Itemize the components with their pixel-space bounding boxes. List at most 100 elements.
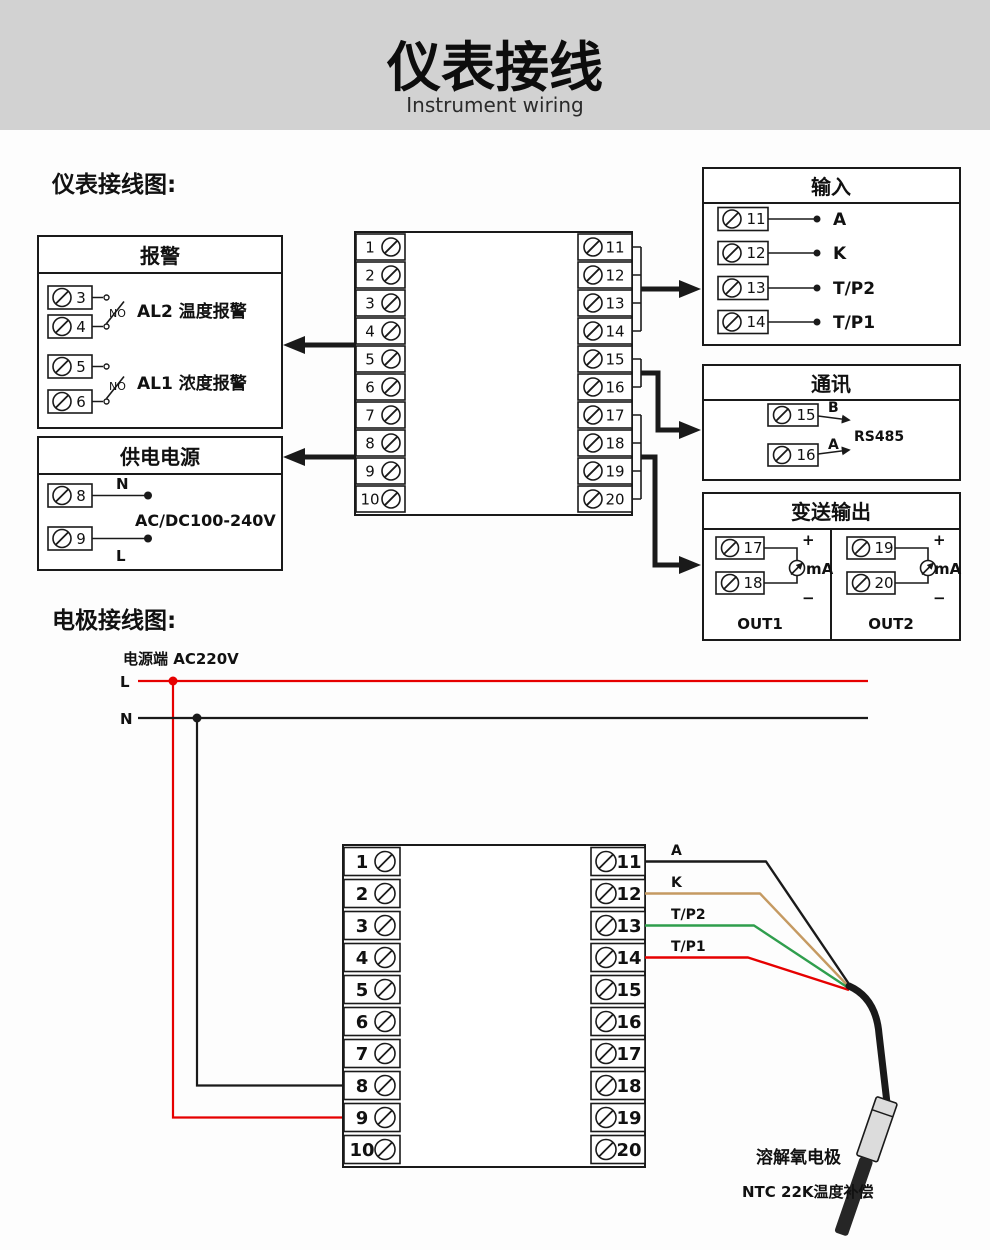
terminal-number: 14 — [616, 948, 641, 969]
alarm-terminal-3: 3 — [47, 285, 93, 310]
terminal-number: 12 — [616, 884, 641, 905]
bottom-block-terminal-9: 9 — [343, 1102, 401, 1133]
terminal-number: 20 — [616, 1140, 641, 1161]
power-rating-label: AC/DC100-240V — [135, 511, 276, 530]
top-block-terminal-11: 11 — [577, 233, 633, 261]
svg-text:18: 18 — [743, 574, 762, 592]
bottom-block-terminal-15: 15 — [590, 974, 646, 1005]
top-block-terminal-7: 7 — [355, 401, 406, 429]
power-l-node-dot — [144, 534, 152, 543]
terminal-number: 2 — [356, 884, 369, 905]
sensor-wire-a — [645, 860, 852, 988]
svg-text:T/P2: T/P2 — [833, 279, 875, 299]
alarm-terminal-6: 6 — [47, 389, 93, 414]
alarm-terminal-5: 5 — [47, 354, 93, 379]
output-terminal-17: 17 — [715, 536, 765, 560]
terminal-number: 19 — [605, 462, 624, 480]
comm-terminal-16: 16 — [767, 443, 819, 467]
bottom-block-terminal-14: 14 — [590, 942, 646, 973]
bottom-block-terminal-12: 12 — [590, 878, 646, 909]
out1-minus-label: − — [802, 589, 815, 607]
top-block-terminal-10: 10 — [355, 485, 406, 513]
terminal-number: 5 — [356, 980, 369, 1001]
output-channel-out1: 17 18 + mA − OUT1 — [715, 531, 834, 633]
compensation-label: NTC 22K温度补偿 — [742, 1183, 874, 1201]
top-block-terminal-19: 19 — [577, 457, 633, 485]
bottom-block-terminal-18: 18 — [590, 1070, 646, 1101]
connector-to-comm-box — [632, 358, 701, 439]
page-subtitle: Instrument wiring — [406, 93, 583, 117]
bottom-block-terminal-16: 16 — [590, 1006, 646, 1037]
header-background — [0, 0, 990, 130]
bottom-block-terminal-13: 13 — [590, 910, 646, 941]
probe-label: 溶解氧电极 — [756, 1147, 841, 1168]
top-block-terminal-1: 1 — [355, 233, 406, 261]
sensor-wire-tp2 — [645, 924, 851, 991]
svg-text:A: A — [833, 210, 847, 230]
line-n-drop — [195, 718, 344, 1087]
bottom-block-terminal-2: 2 — [343, 878, 401, 909]
input-box-title: 输入 — [811, 175, 851, 199]
terminal-number: 2 — [365, 266, 375, 284]
terminal-number: 17 — [616, 1044, 641, 1065]
svg-text:12: 12 — [746, 244, 765, 262]
terminal-number: 15 — [605, 350, 624, 368]
arrow-to-alarm-box — [283, 336, 355, 354]
power-box: 供电电源 8 N AC/DC100-240V 9 L — [37, 436, 283, 571]
rs485-b-label: B — [828, 400, 839, 416]
connector-to-output-box — [632, 414, 701, 574]
rs485-b-arrow — [817, 414, 851, 424]
bottom-block-terminal-4: 4 — [343, 942, 401, 973]
terminal-number: 14 — [605, 322, 624, 340]
line-l-label: L — [120, 673, 130, 691]
sensor-wire-tp1 — [645, 956, 850, 992]
comm-box-outline — [702, 364, 961, 481]
bottom-block-terminal-3: 3 — [343, 910, 401, 941]
out1-unit-label: mA — [806, 560, 834, 578]
svg-text:T/P1: T/P1 — [833, 313, 875, 333]
svg-text:13: 13 — [746, 279, 765, 297]
svg-text:20: 20 — [874, 574, 893, 592]
bottom-block-terminal-19: 19 — [590, 1102, 646, 1133]
instrument-diagram-label: 仪表接线图: — [51, 171, 176, 198]
power-n-label: N — [116, 475, 129, 493]
terminal-number: 10 — [349, 1140, 374, 1161]
alarm-box-title: 报警 — [140, 244, 180, 268]
terminal-number: 7 — [356, 1044, 369, 1065]
power-terminal-8: 8 — [47, 483, 93, 508]
terminal-number: 1 — [365, 238, 375, 256]
output-terminal-19: 19 — [846, 536, 896, 560]
power-n-node-dot — [144, 491, 152, 500]
top-block-terminal-17: 17 — [577, 401, 633, 429]
terminal-number: 6 — [365, 378, 375, 396]
terminal-number: 15 — [616, 980, 641, 1001]
line-n-label: N — [120, 710, 133, 728]
svg-text:NO: NO — [109, 307, 126, 320]
terminal-number: 5 — [365, 350, 375, 368]
top-block-terminal-15: 15 — [577, 345, 633, 373]
top-block-terminal-14: 14 — [577, 317, 633, 345]
probe-body — [856, 1096, 898, 1163]
terminal-number: 6 — [356, 1012, 369, 1033]
svg-text:19: 19 — [874, 539, 893, 557]
svg-text:14: 14 — [746, 313, 765, 331]
terminal-number: 8 — [365, 434, 375, 452]
out2-minus-label: − — [933, 589, 946, 607]
bottom-block-terminal-5: 5 — [343, 974, 401, 1005]
top-block-terminal-9: 9 — [355, 457, 406, 485]
terminal-number: 3 — [356, 916, 369, 937]
input-terminal-12: 12 K — [717, 240, 847, 266]
alarm-box: 报警 3 4 NO AL2 温度报警 5 — [37, 235, 283, 429]
probe-tip — [834, 1157, 873, 1236]
sensor-wire-tp2-label: T/P2 — [671, 907, 706, 923]
top-block-terminal-8: 8 — [355, 429, 406, 457]
input-terminal-13: 13 T/P2 — [717, 275, 875, 301]
alarm-terminal-4: 4 — [47, 314, 93, 339]
terminal-number: 4 — [356, 948, 369, 969]
comm-box-title: 通讯 — [811, 372, 851, 396]
terminal-number: 20 — [605, 490, 624, 508]
output-box: 变送输出 17 18 + mA − OUT1 — [702, 492, 962, 641]
